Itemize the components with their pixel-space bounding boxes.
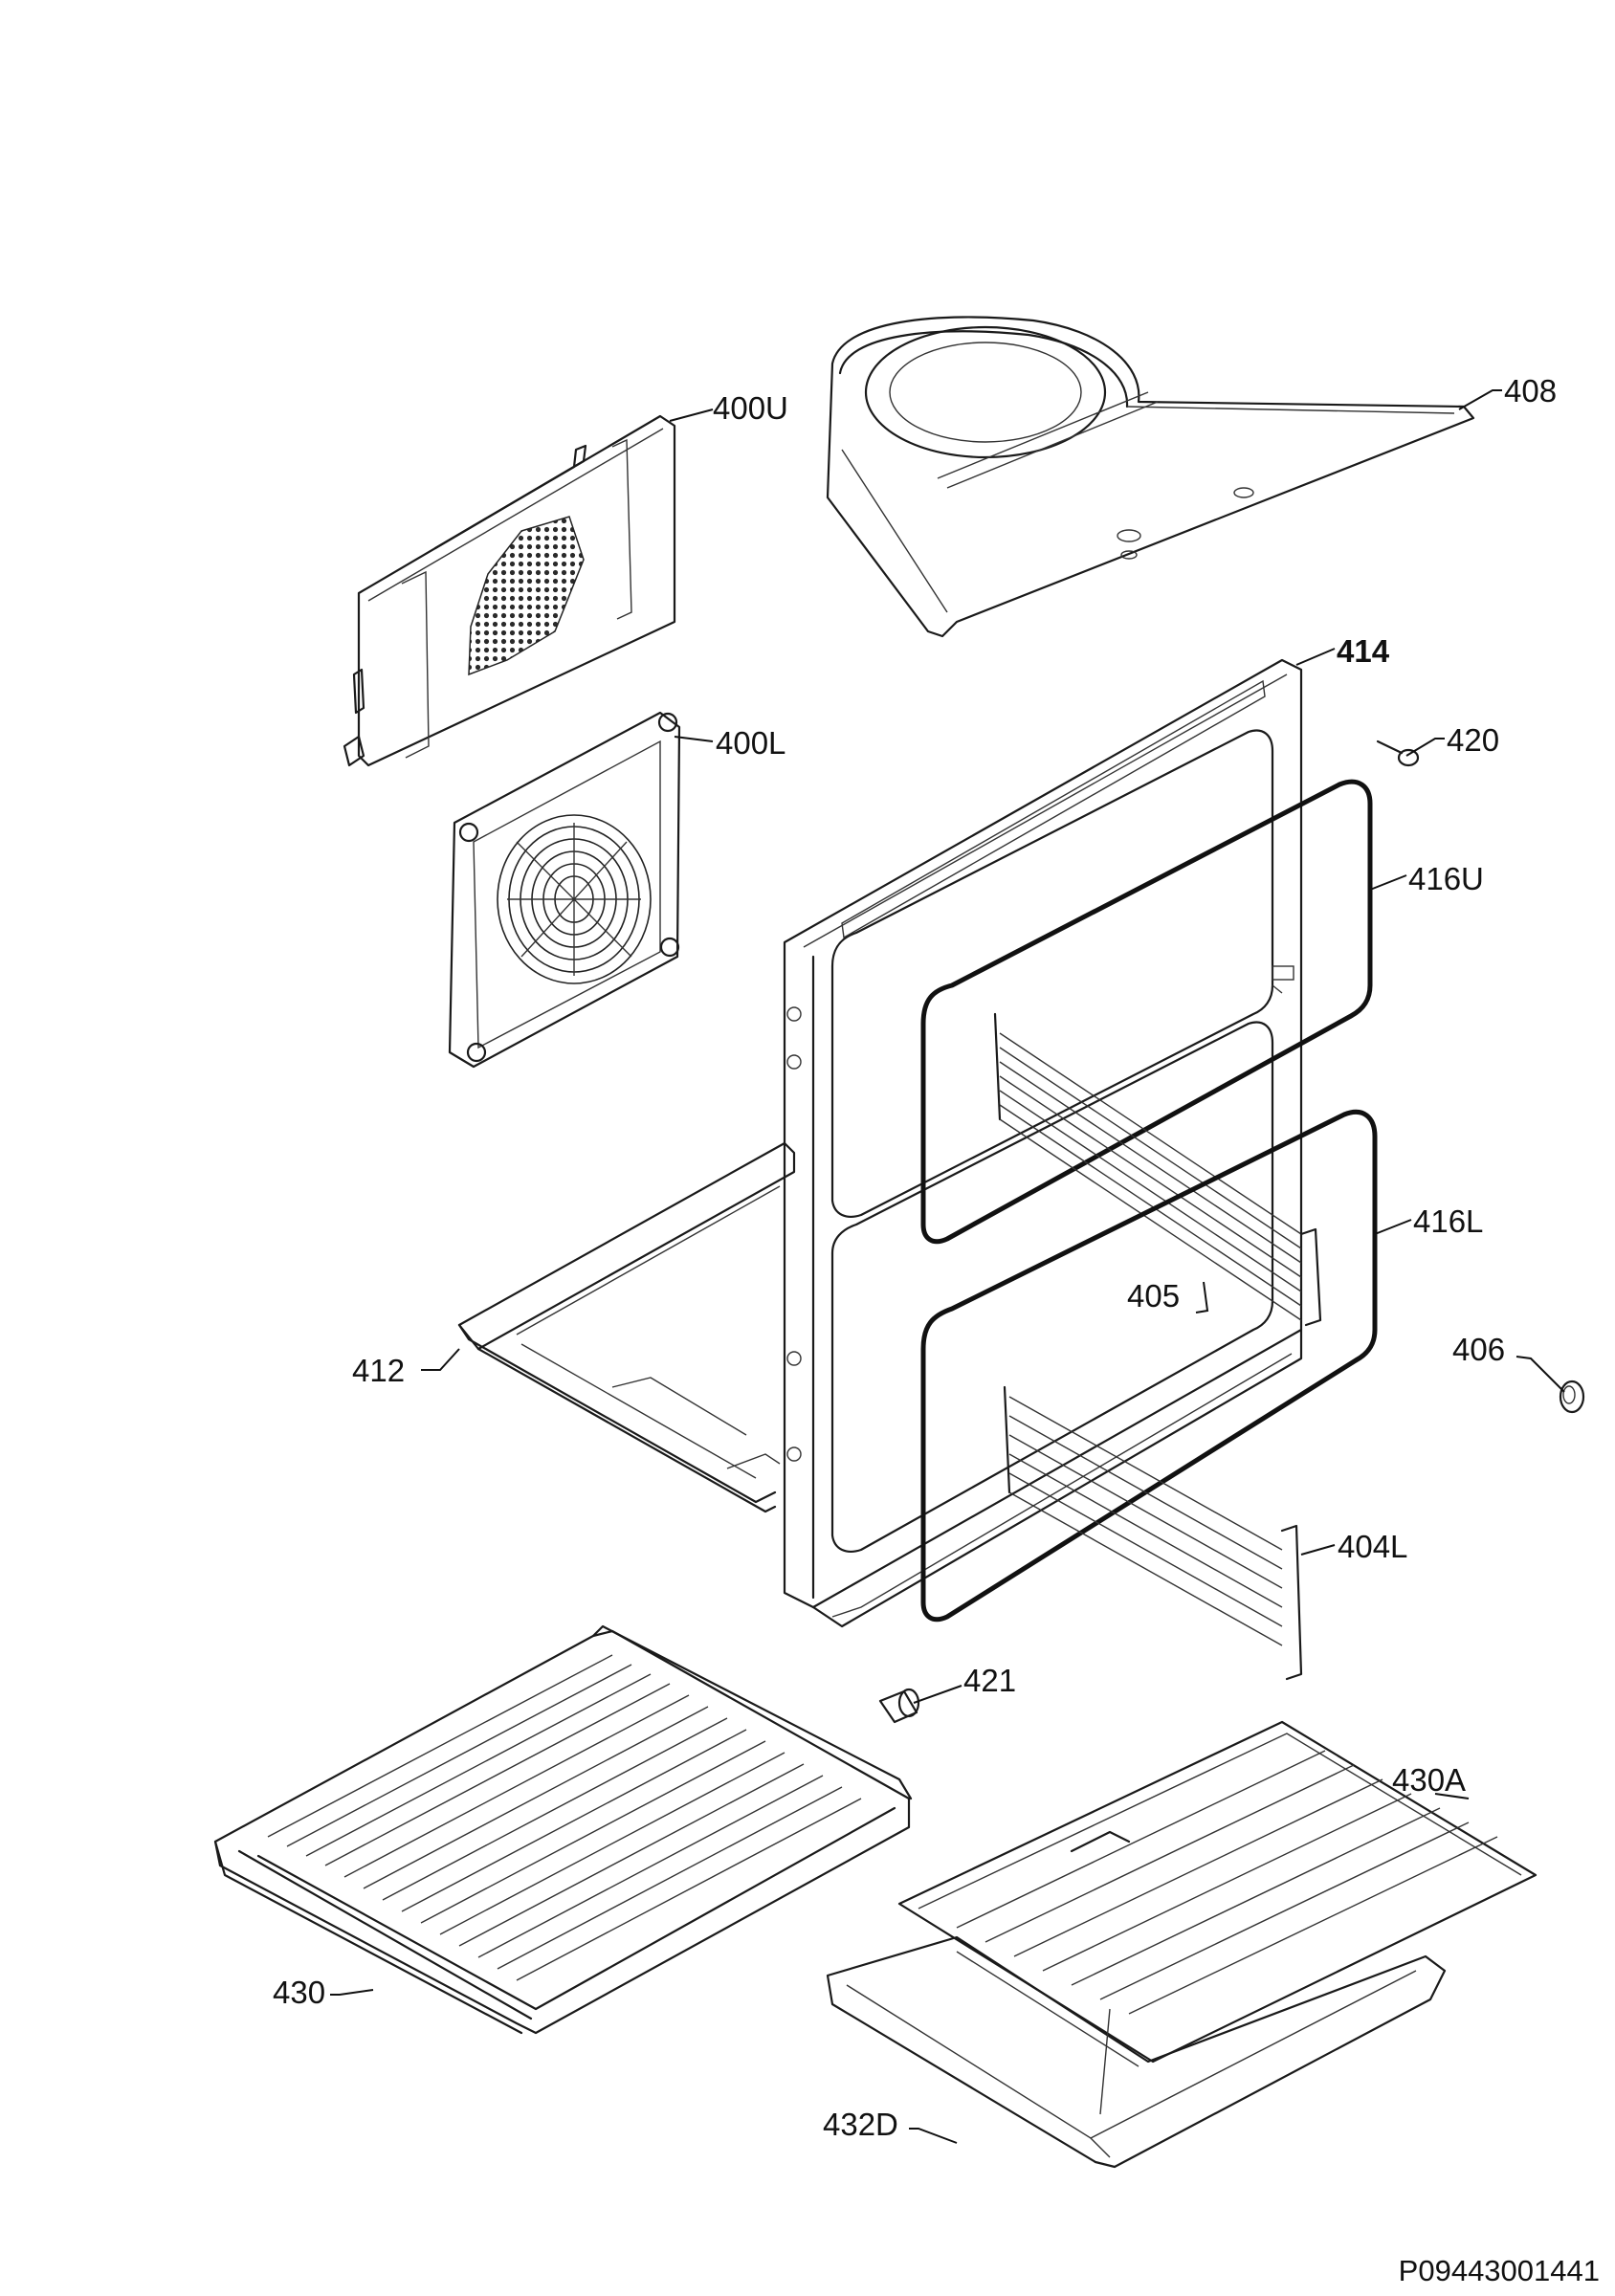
callout-405: 405 (1127, 1278, 1180, 1314)
document-number: P09443001441 (1399, 2254, 1600, 2287)
callout-416U: 416U (1408, 861, 1484, 896)
mesh-grille-icon (468, 516, 585, 676)
callout-430A: 430A (1392, 1762, 1466, 1798)
callout-406: 406 (1452, 1332, 1505, 1367)
part-421-lamp-holder (878, 1688, 920, 1724)
callout-400L: 400L (716, 725, 785, 761)
part-408-fan-housing (826, 316, 1475, 638)
callout-421: 421 (963, 1663, 1016, 1698)
callout-labels: 400U 408 414 420 400L 416U 416L 405 406 … (273, 373, 1557, 2142)
part-432D-baking-tray (826, 1935, 1447, 2169)
part-400U-rear-cover (343, 414, 676, 767)
callout-430: 430 (273, 1975, 325, 2010)
part-400L-fan-cover (448, 711, 681, 1069)
leader-lines (330, 389, 1565, 2144)
part-406-lamp (1559, 1380, 1585, 1414)
callout-416L: 416L (1413, 1203, 1483, 1239)
part-416L-lower-gasket (920, 1109, 1378, 1623)
part-430-wire-shelf (213, 1624, 913, 2035)
callout-400U: 400U (713, 390, 788, 426)
part-414-cavity-frame (783, 658, 1303, 1628)
callout-404L: 404L (1338, 1529, 1407, 1564)
callout-408: 408 (1504, 373, 1557, 408)
part-420-screw (1376, 740, 1420, 767)
part-405-upper-runner (993, 1012, 1322, 1327)
part-404L-lower-runner (1003, 1385, 1303, 1681)
part-412-bottom-support (457, 1141, 796, 1513)
callout-412: 412 (352, 1353, 405, 1388)
part-416U-upper-gasket (920, 779, 1373, 1245)
callout-414: 414 (1337, 633, 1390, 669)
callout-432D: 432D (823, 2107, 898, 2142)
callout-420: 420 (1447, 722, 1499, 758)
